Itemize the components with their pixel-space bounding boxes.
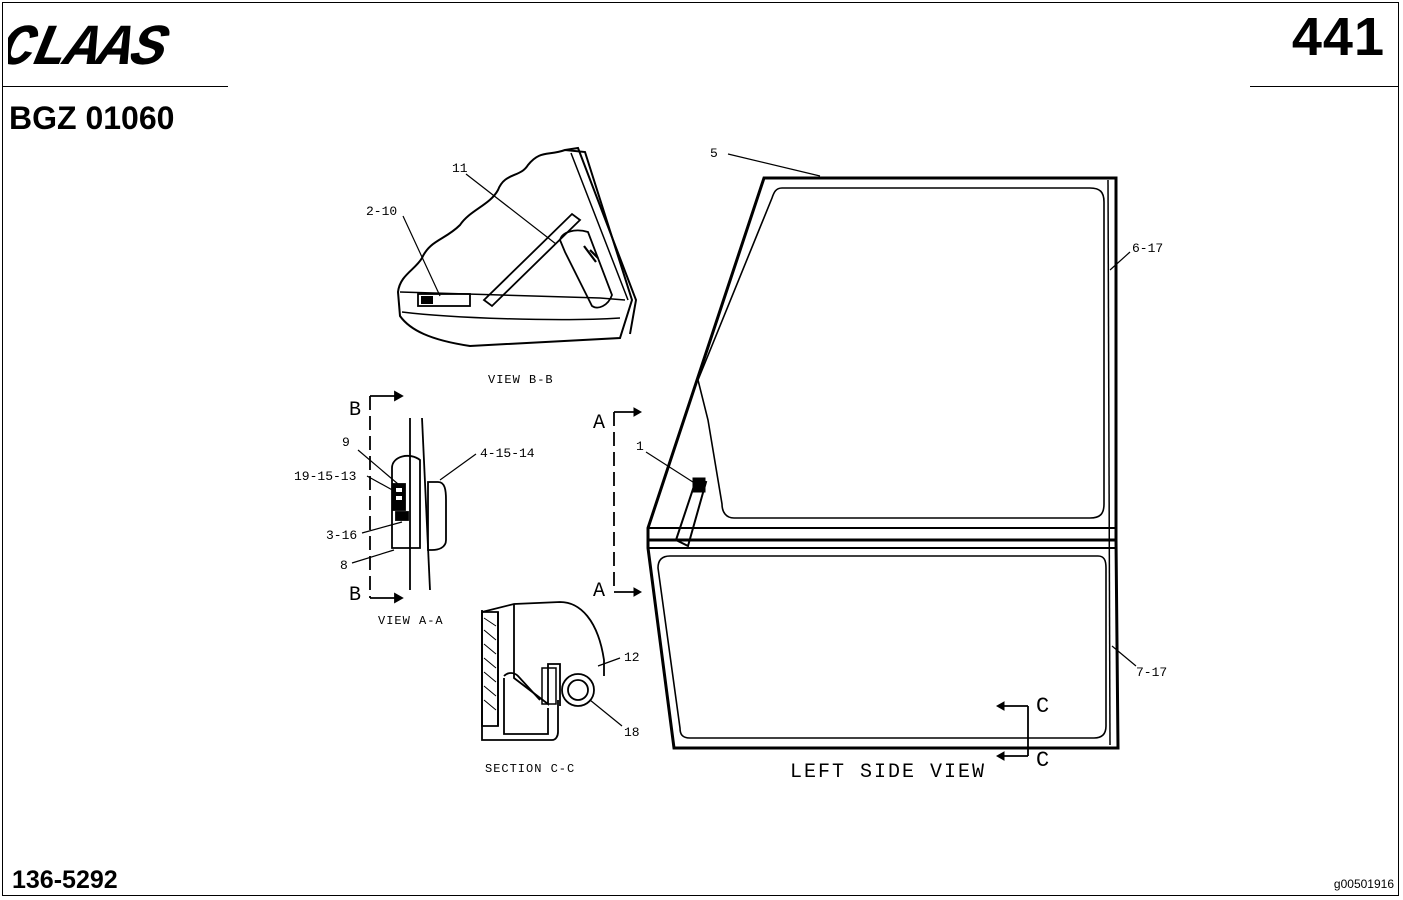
marker-a-bottom: A <box>593 580 605 603</box>
left-side-view-title: LEFT SIDE VIEW <box>790 761 986 784</box>
marker-b-bottom: B <box>349 584 361 607</box>
callout-2-10: 2-10 <box>366 204 397 219</box>
section-cc-title: SECTION C-C <box>485 762 575 776</box>
marker-c-bottom: C <box>1036 748 1049 773</box>
view-bb-drawing <box>396 146 638 348</box>
claas-logo: CLAAS <box>8 16 173 74</box>
view-aa-title: VIEW A-A <box>378 614 444 628</box>
view-aa-drawing <box>369 390 447 604</box>
callout-11: 11 <box>452 161 468 176</box>
group-code: BGZ 01060 <box>9 100 175 136</box>
svg-text:CLAAS: CLAAS <box>8 16 173 74</box>
section-cc-drawing <box>481 601 605 741</box>
view-aa-leaders <box>351 449 477 564</box>
view-bb-title: VIEW B-B <box>488 373 554 387</box>
callout-19-15-13: 19-15-13 <box>294 469 356 484</box>
callout-18: 18 <box>624 725 640 740</box>
callout-5: 5 <box>710 146 718 161</box>
callout-8: 8 <box>340 558 348 573</box>
callout-1: 1 <box>636 439 644 454</box>
callout-4-15-14: 4-15-14 <box>480 446 535 461</box>
section-cc-leaders <box>589 657 623 727</box>
callout-9: 9 <box>342 435 350 450</box>
marker-c-top: C <box>1036 694 1049 719</box>
left-side-view-leaders <box>645 153 1137 667</box>
image-id: g00501916 <box>1333 877 1394 891</box>
page-number: 441 <box>1291 7 1385 67</box>
view-bb-leaders <box>402 173 557 297</box>
reference-number: 136-5292 <box>12 866 118 894</box>
page-number-underline <box>1250 86 1398 87</box>
marker-b-top: B <box>349 399 361 422</box>
callout-12: 12 <box>624 650 640 665</box>
left-side-view-drawing <box>613 176 1120 761</box>
callout-3-16: 3-16 <box>326 528 357 543</box>
callout-6-17: 6-17 <box>1132 241 1163 256</box>
brand-underline <box>2 86 228 87</box>
callout-7-17: 7-17 <box>1136 665 1167 680</box>
marker-a-top: A <box>593 412 605 435</box>
